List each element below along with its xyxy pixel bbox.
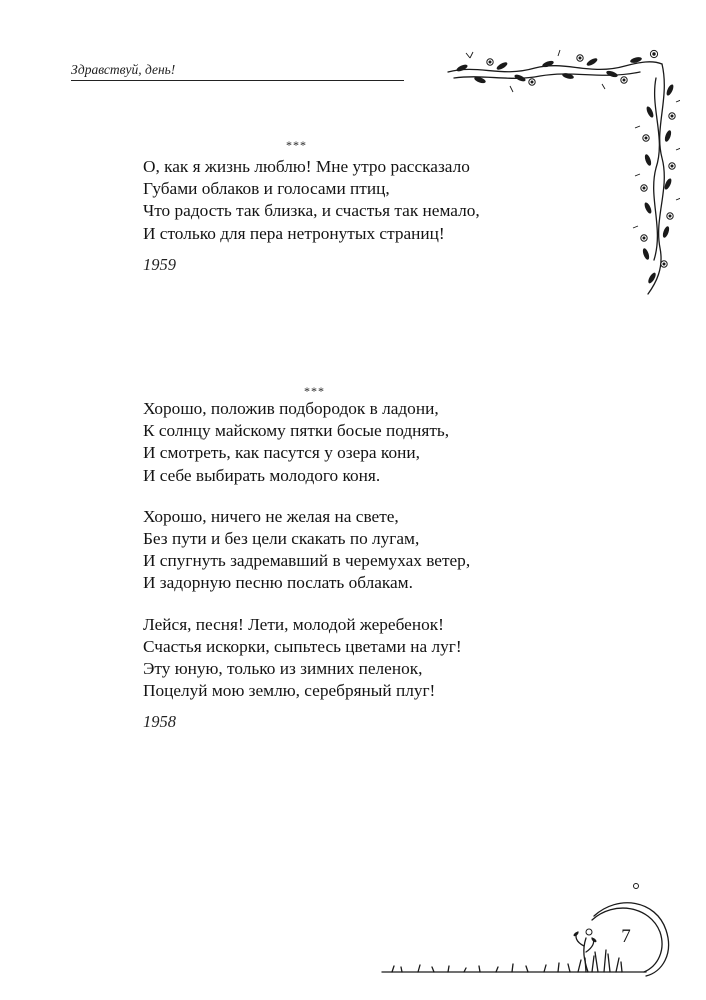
poem-line: И задорную песню послать облакам.	[143, 573, 413, 593]
poem-line: Без пути и без цели скакать по лугам,	[143, 529, 420, 549]
poem-year: 1958	[143, 712, 176, 732]
poem-line: Лейся, песня! Лети, молодой жеребенок!	[143, 614, 444, 634]
page-number: 7	[621, 926, 631, 947]
poem-line: Хорошо, положив подбородок в ладони,	[143, 399, 439, 418]
poem-line: Хорошо, ничего не желая на свете,	[143, 506, 399, 526]
poem-line: О, как я жизнь люблю! Мне утро рассказал…	[143, 157, 470, 176]
poem-line: И себе выбирать молодого коня.	[143, 465, 381, 485]
poem-line: Эту юную, только из зимних пеленок,	[143, 659, 423, 679]
poem-line: Что радость так близка, и счастья так не…	[143, 201, 480, 221]
poem-line: К солнцу майскому пятки босые поднять,	[143, 421, 450, 441]
poem-1: *** О, как я жизнь люблю! Мне утро расск…	[143, 138, 480, 275]
floral-corner-ornament	[447, 49, 680, 295]
poem-line: Поцелуй мою землю, серебряный плуг!	[143, 681, 436, 701]
poem-line: Губами облаков и голосами птиц,	[143, 179, 390, 199]
poem-line: И спугнуть задремавший в черемухах ветер…	[143, 551, 471, 571]
poem-year: 1959	[143, 254, 176, 274]
poem-2: *** Хорошо, положив подбородок в ладони,…	[143, 384, 470, 732]
poem-line: И столько для пера нетронутых страниц!	[143, 223, 445, 243]
stanza: О, как я жизнь люблю! Мне утро рассказал…	[143, 156, 480, 245]
grass-circle-ornament	[381, 883, 670, 977]
poem-separator-stars: ***	[286, 138, 307, 152]
poem-line: И смотреть, как пасутся у озера кони,	[143, 443, 420, 463]
stanza: Хорошо, ничего не желая на свете, Без пу…	[143, 506, 470, 595]
poem-separator-stars: ***	[304, 384, 325, 398]
stanza: Хорошо, положив подбородок в ладони, К с…	[143, 398, 470, 487]
running-title: Здравствуй, день!	[71, 62, 404, 81]
stanza: Лейся, песня! Лети, молодой жеребенок! С…	[143, 614, 470, 703]
poem-line: Счастья искорки, сыпьтесь цветами на луг…	[143, 636, 462, 656]
